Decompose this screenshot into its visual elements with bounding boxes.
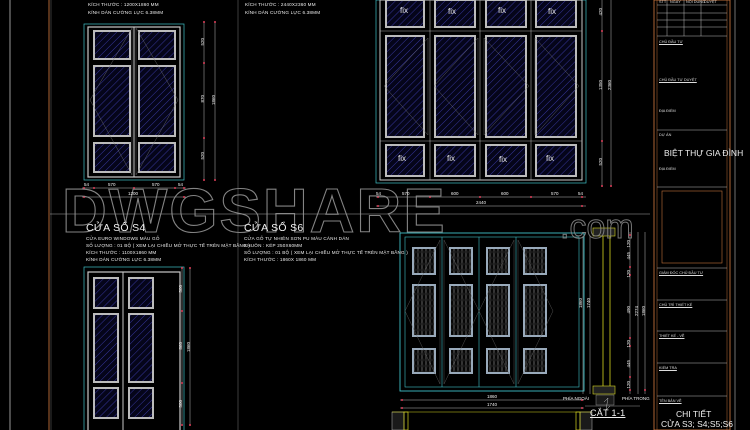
s3-dim-3: 570	[152, 182, 160, 187]
window-s4-elevation	[83, 266, 191, 430]
s5-dim-6: 54	[578, 191, 584, 196]
wall-outside-label: PHÍA NGOÀI	[563, 396, 590, 401]
section-dim-mid: 2274	[634, 306, 639, 317]
section-dim-1: 120	[626, 240, 631, 248]
s3-dim-right-1: 520	[200, 38, 205, 46]
s6-title: CỬA SỔ S6	[244, 222, 304, 234]
section-dim-2: 445	[626, 252, 631, 260]
section-dim-3: 120	[626, 270, 631, 278]
tb-header-approve: DUYỆT	[704, 0, 717, 4]
section-dim-7: 120	[626, 381, 631, 389]
section-title: CẮT 1-1	[590, 408, 626, 418]
s6-dim-right-total: 1860	[578, 298, 583, 309]
s5-fix-label: fix	[398, 154, 406, 163]
s6-spec-frame: KHUÔN : KÉP 250X60MM	[244, 243, 303, 248]
s5-dim-1: 54	[376, 191, 382, 196]
s4-spec-size: KÍCH THƯỚC : 1100X1860 MM	[86, 250, 157, 255]
tb-project-label: DỰ ÁN	[659, 133, 672, 137]
section-1-1	[582, 227, 646, 411]
s3-dim-4: 54	[178, 182, 184, 187]
s6-dim-right-inner: 1740	[586, 298, 591, 309]
s5-fix-label: fix	[498, 6, 506, 15]
s3-spec-glass: KÍNH DÁN CƯỜNG LỰC 6.38MM	[88, 10, 164, 15]
s3-spec-size: KÍCH THƯỚC : 1200X1860 MM	[88, 2, 159, 7]
tb-check-label: KIỂM TRA	[659, 366, 677, 370]
tb-address-label: ĐỊA ĐIỂM	[659, 109, 676, 113]
s6-spec-size: KÍCH THƯỚC : 1860X 1860 MM	[244, 257, 317, 262]
title-block-frame	[653, 0, 731, 430]
tb-sheet-name-label: TÊN BẢN VẼ	[659, 399, 682, 403]
section-dim-6: 445	[626, 360, 631, 368]
tb-design-label: THIẾT KẾ - VẼ	[659, 334, 685, 338]
s5-fix-label: fix	[400, 6, 408, 15]
s4-spec-qty: SỐ LƯỢNG : 01 BỘ ( XEM LẠI CHIỀU MỞ THỰC…	[86, 243, 251, 248]
window-s5-elevation	[375, 0, 612, 207]
s4-dim-right-3: 500	[178, 400, 183, 408]
s5-fix-label: fix	[447, 154, 455, 163]
tb-owner-label: CHỦ ĐẦU TƯ	[659, 40, 683, 44]
wall-inside-label: PHÍA TRONG	[622, 396, 650, 401]
tb-owner-rep-label: CHỦ ĐẦU TƯ DUYỆT	[659, 78, 697, 82]
s5-dim-right-1: 420	[598, 8, 603, 16]
watermark-outline: DWGSHARE .com	[61, 176, 634, 246]
s5-fix-label: fix	[499, 155, 507, 164]
tb-project-name: BIỆT THỰ GIA ĐÌNH	[664, 148, 744, 158]
s5-fix-label: fix	[448, 7, 456, 16]
section-dim-5: 120	[626, 340, 631, 348]
s6-dim-total: 1860	[487, 394, 498, 399]
tb-lead-label: CHỦ TRÌ THIẾT KẾ	[659, 303, 693, 307]
s6-spec-qty: SỐ LƯỢNG : 01 BỘ ( XEM LẠI CHIỀU MỞ THỰC…	[244, 250, 409, 255]
s3-dim-right-total: 1860	[211, 95, 216, 106]
s4-dim-right-2: 860	[178, 342, 183, 350]
s6-dim-inner: 1740	[487, 402, 498, 407]
s3-dim-total: 1200	[128, 191, 139, 196]
tb-sheet-title-1: CHI TIẾT	[676, 409, 712, 419]
tb-header-content: NỘI DUNG	[686, 0, 705, 4]
s4-dim-right-total: 1860	[186, 342, 191, 353]
tb-sheet-title-2: CỬA S3; S4;S5;S6	[661, 419, 733, 429]
svg-text:DWGSHARE: DWGSHARE	[62, 177, 447, 246]
s5-dim-3: 600	[451, 191, 459, 196]
s5-dim-right-total: 2360	[607, 80, 612, 91]
s3-dim-right-3: 520	[200, 152, 205, 160]
tb-address-label-2: ĐỊA ĐIỂM	[659, 167, 676, 171]
s5-dim-right-2: 1350	[598, 80, 603, 91]
window-s6-elevation	[391, 232, 593, 430]
s5-fix-label: fix	[546, 154, 554, 163]
s4-spec-glass: KÍNH DÁN CƯỜNG LỰC 6.38MM	[86, 257, 162, 262]
s6-spec-type: CỬA GỖ TỰ NHIÊN SƠN PU MÀU CÁNH DÁN	[244, 236, 349, 241]
s4-title: CỬA SỔ S4	[86, 222, 146, 234]
s3-dim-right-2: 870	[200, 95, 205, 103]
section-dim-4: 490	[626, 306, 631, 314]
tb-director-label: GIÁM ĐỐC CHỦ ĐẦU TƯ	[659, 271, 704, 275]
window-s3-elevation	[82, 21, 216, 198]
s3-dim-2: 570	[108, 182, 116, 187]
s5-dim-2: 570	[402, 191, 410, 196]
tb-header-stt: STT	[659, 0, 667, 4]
s4-dim-right-1: 500	[178, 285, 183, 293]
s5-dim-total: 2440	[476, 200, 487, 205]
s5-spec-size: KÍCH THƯỚC : 2440X2360 MM	[245, 2, 316, 7]
s5-dim-5: 570	[551, 191, 559, 196]
svg-text:.com: .com	[560, 208, 634, 246]
s5-dim-4: 600	[501, 191, 509, 196]
s5-fix-label: fix	[548, 7, 556, 16]
tb-header-date: NGÀY	[670, 0, 681, 4]
section-dim-total: 1860	[641, 306, 646, 317]
s3-dim-1: 54	[84, 182, 90, 187]
s5-dim-right-3: 520	[598, 158, 603, 166]
s4-spec-type: CỬA EURO WINDOWS MÀU GỖ	[86, 236, 160, 241]
s5-spec-glass: KÍNH DÁN CƯỜNG LỰC 6.38MM	[245, 10, 321, 15]
